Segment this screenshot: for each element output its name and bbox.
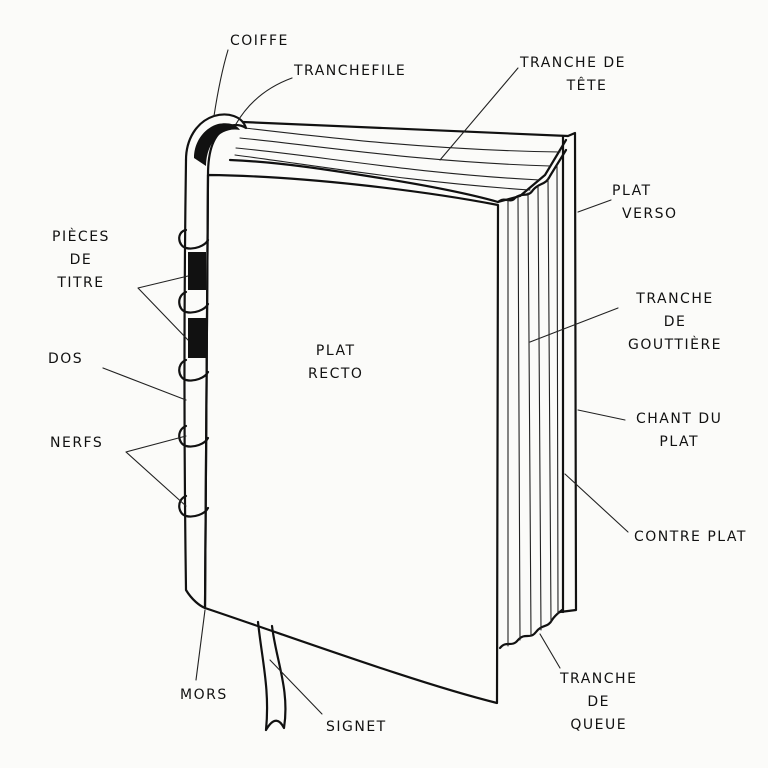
label-dos: DOS <box>48 351 84 367</box>
label-signet: SIGNET <box>326 719 387 735</box>
leader-contre-plat <box>564 473 629 533</box>
headband <box>194 123 240 166</box>
label-plat-verso: PLAT VERSO <box>612 183 678 222</box>
label-nerfs: NERFS <box>50 435 104 451</box>
leader-tranche-queue <box>539 633 561 669</box>
label-tranchefile: TRANCHEFILE <box>294 63 407 79</box>
label-mors: MORS <box>180 687 228 703</box>
spine-joint <box>203 173 210 610</box>
spine-band-5 <box>178 494 210 518</box>
fore-edge <box>496 148 568 204</box>
front-cover <box>203 173 500 705</box>
fore-edge-bottom <box>498 608 564 650</box>
headcap <box>184 113 248 177</box>
leader-tranchefile <box>235 77 293 125</box>
bookmark-ribbon <box>256 620 287 732</box>
leader-nerfs <box>125 435 187 507</box>
spine <box>183 158 207 610</box>
label-pieces-de-titre: PIÈCES DE TITRE <box>52 229 110 291</box>
leader-tranche-gouttiere <box>529 307 619 343</box>
label-tranche-de-gouttiere: TRANCHE DE GOUTTIÈRE <box>628 291 723 353</box>
label-tranche-de-tete: TRANCHE DE TÊTE <box>520 55 626 94</box>
spine-band-1 <box>178 228 210 250</box>
label-plat-recto: PLAT RECTO <box>308 343 364 382</box>
title-piece-1 <box>188 252 206 290</box>
leader-signet <box>269 659 323 715</box>
label-contre-plat: CONTRE PLAT <box>634 529 747 545</box>
label-tranche-de-queue: TRANCHE DE QUEUE <box>560 671 638 733</box>
leader-dos <box>102 367 187 401</box>
leader-tranche-tete <box>439 67 519 161</box>
spine-band-2 <box>178 290 210 314</box>
label-coiffe: COIFFE <box>230 33 289 49</box>
spine-band-4 <box>178 424 210 448</box>
leader-mors <box>195 609 206 681</box>
leader-pieces-titre <box>137 275 189 341</box>
spine-band-3 <box>178 358 210 382</box>
leader-plat-verso <box>577 199 612 213</box>
back-cover <box>241 120 578 614</box>
head-edge <box>228 138 568 204</box>
leader-coiffe <box>213 49 229 117</box>
title-piece-2 <box>188 318 206 358</box>
label-chant-du-plat: CHANT DU PLAT <box>636 411 723 450</box>
leader-chant-plat <box>577 409 626 421</box>
